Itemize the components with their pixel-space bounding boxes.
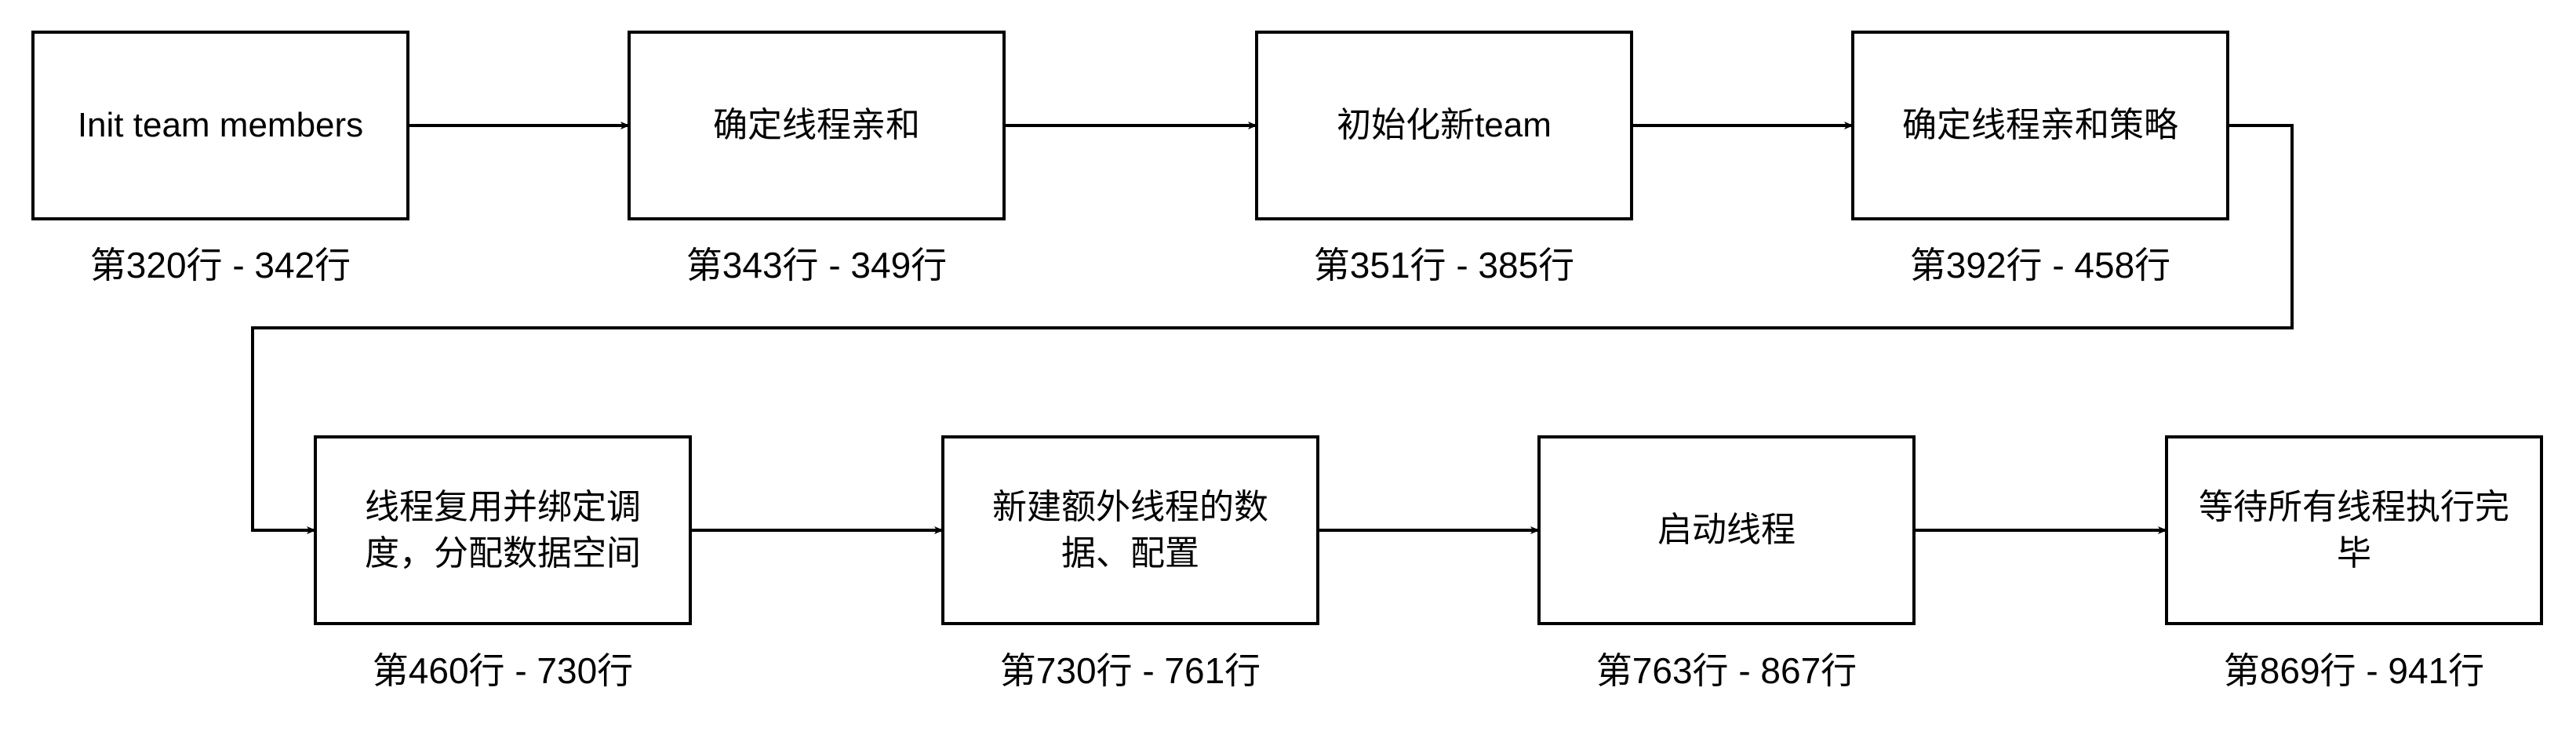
step-label: Init team members (77, 106, 364, 145)
step-line-range: 第351行 - 385行 (1313, 245, 1575, 286)
step-label: 启动线程 (1657, 511, 1796, 550)
step-init-team-members: Init team members (31, 31, 409, 220)
step-new-thread-data: 新建额外线程的数据、配置 (941, 435, 1319, 625)
step-line-range: 第320行 - 342行 (89, 245, 351, 286)
step-line-range: 第460行 - 730行 (372, 650, 634, 691)
step-affinity-policy: 确定线程亲和策略 (1851, 31, 2229, 220)
arrow-step4-to-step5 (251, 124, 2294, 534)
step-label: 确定线程亲和 (713, 106, 920, 145)
step-label: 等待所有线程执行完毕 (2199, 487, 2509, 573)
step-line-range: 第730行 - 761行 (999, 650, 1261, 691)
step-determine-affinity: 确定线程亲和 (628, 31, 1006, 220)
step-start-threads: 启动线程 (1537, 435, 1916, 625)
step-init-new-team: 初始化新team (1255, 31, 1633, 220)
step-label: 确定线程亲和策略 (1902, 106, 2178, 145)
step-line-range: 第392行 - 458行 (1909, 245, 2171, 286)
step-label: 初始化新team (1337, 106, 1552, 145)
step-line-range: 第869行 - 941行 (2223, 650, 2485, 691)
step-line-range: 第763行 - 867行 (1595, 650, 1857, 691)
step-label: 新建额外线程的数据、配置 (992, 487, 1268, 573)
step-line-range: 第343行 - 349行 (686, 245, 948, 286)
step-wait-all-threads: 等待所有线程执行完毕 (2165, 435, 2543, 625)
step-thread-reuse-bind: 线程复用并绑定调度，分配数据空间 (314, 435, 692, 625)
step-label: 线程复用并绑定调度，分配数据空间 (365, 487, 641, 573)
